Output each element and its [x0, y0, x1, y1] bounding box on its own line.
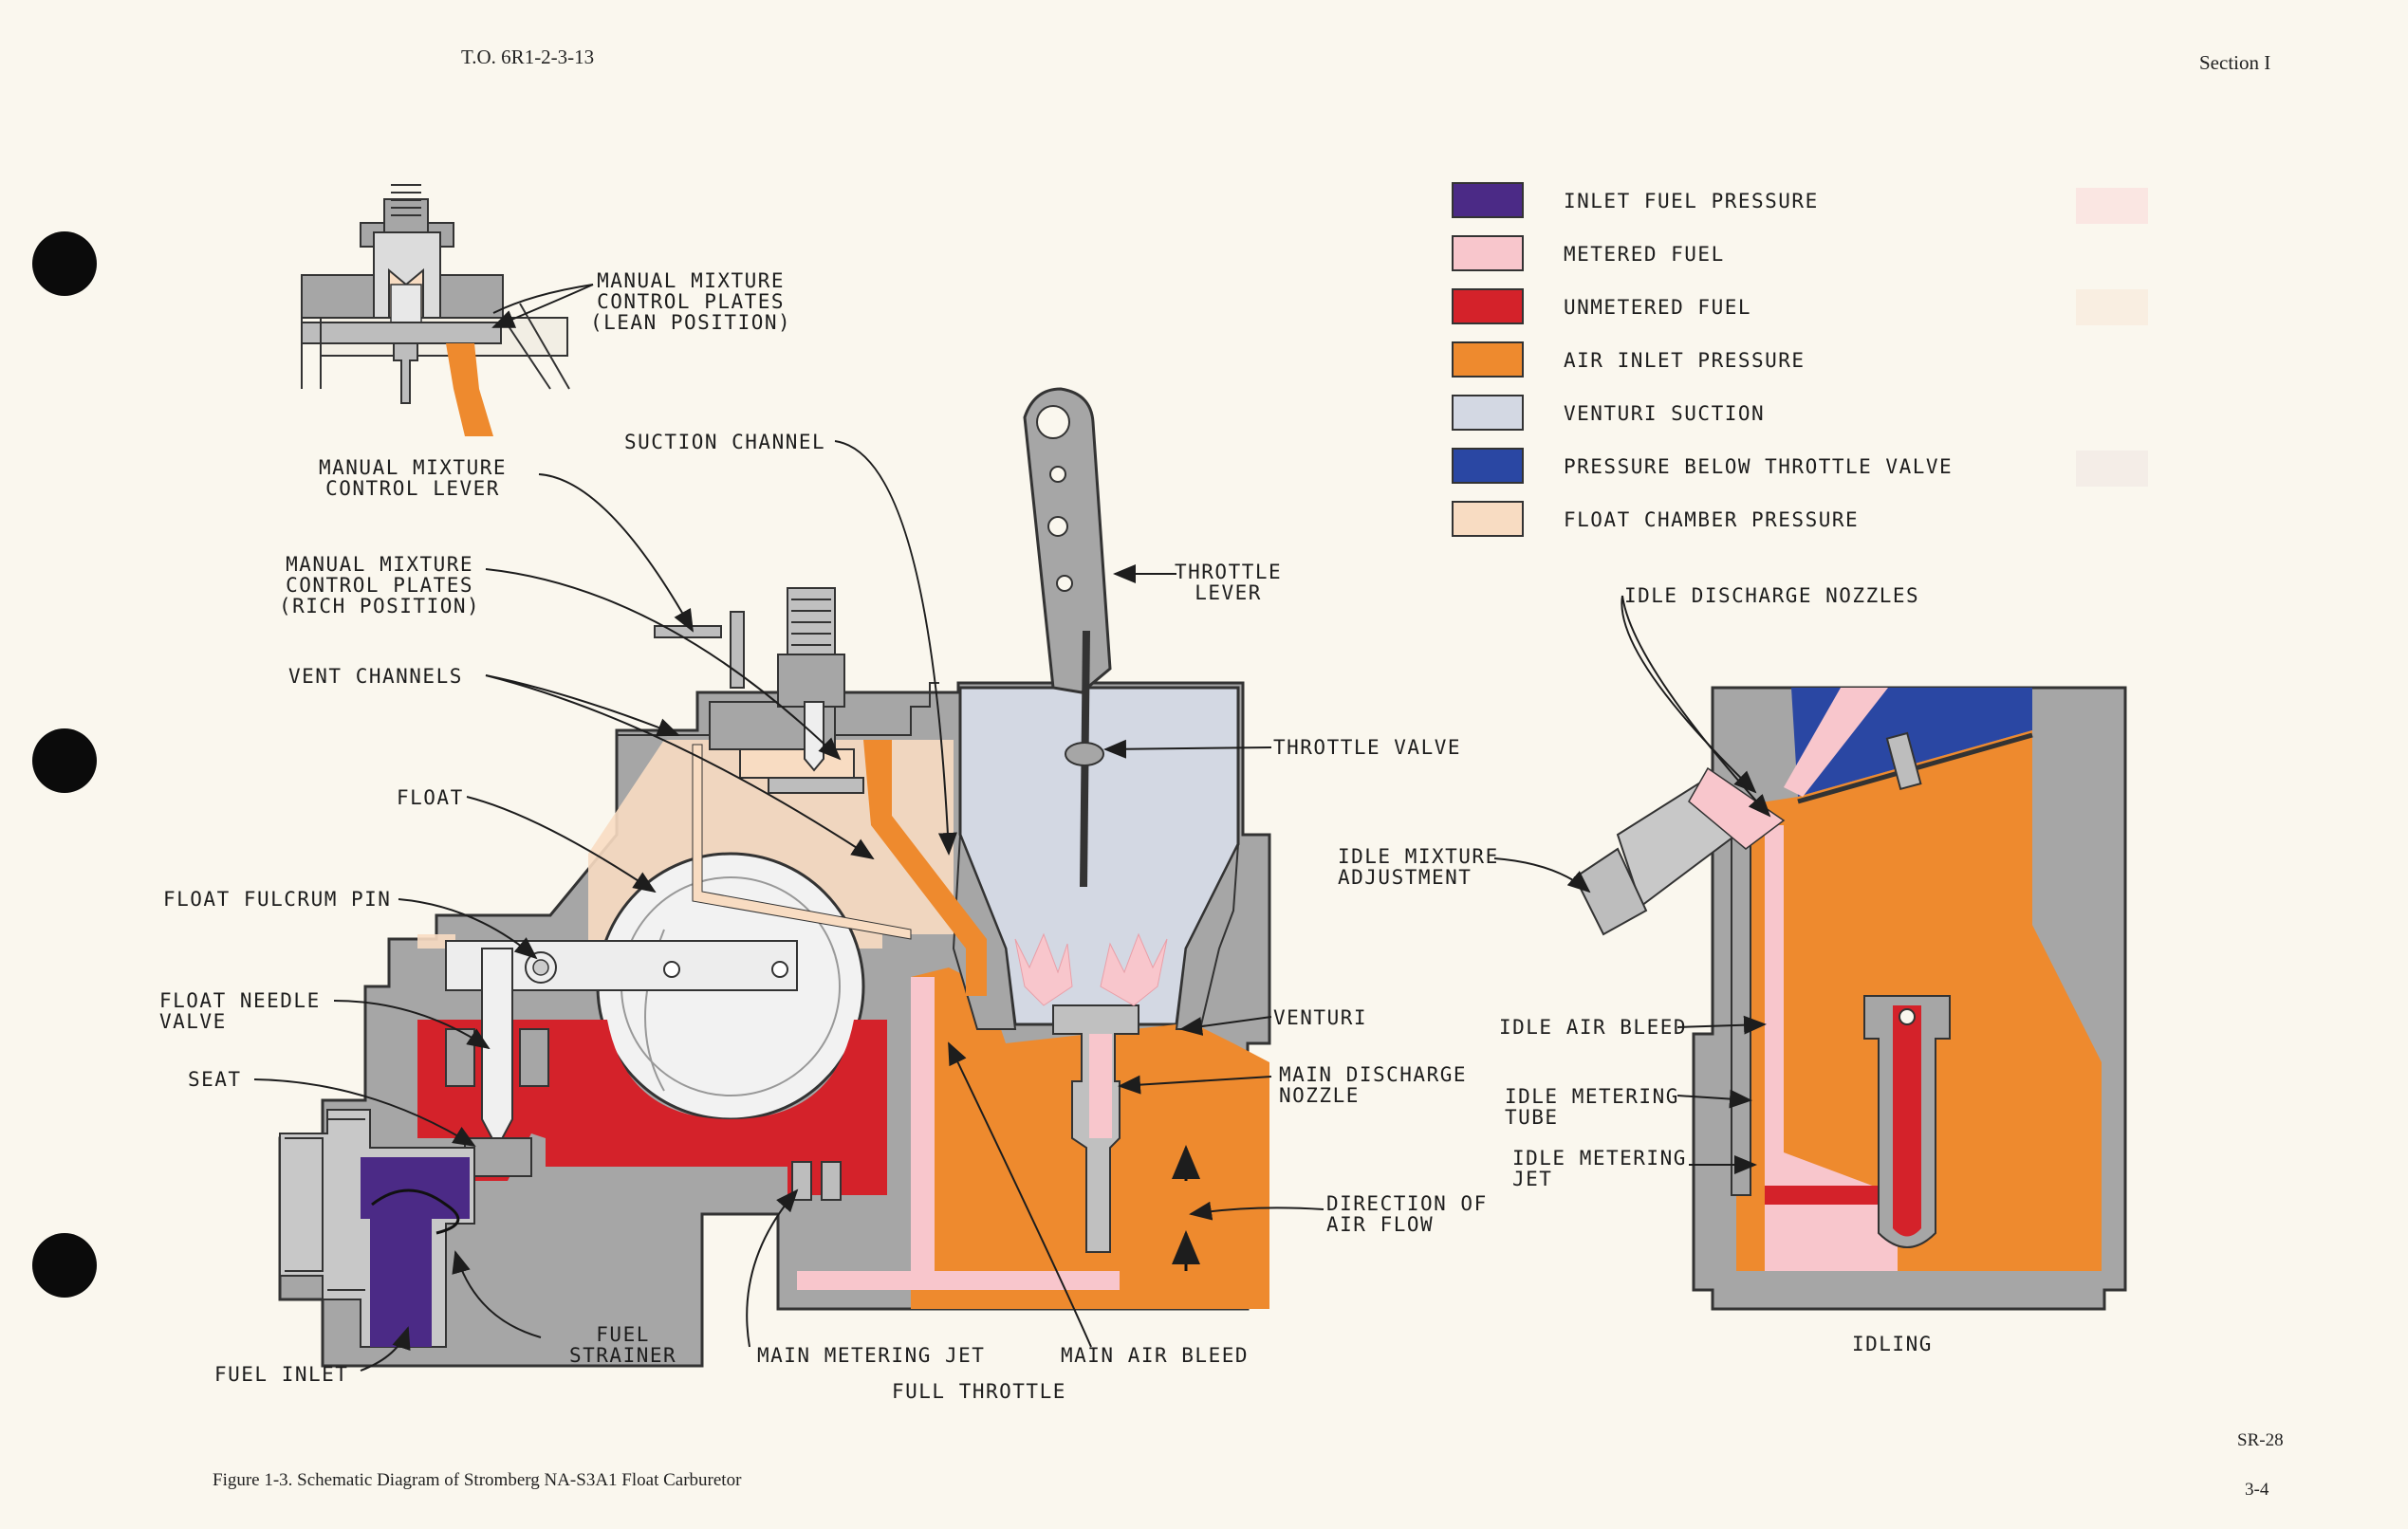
- legend-swatch: [1452, 182, 1524, 218]
- label-idling: IDLING: [1852, 1333, 1933, 1355]
- legend-label: AIR INLET PRESSURE: [1564, 349, 1806, 372]
- legend-label: UNMETERED FUEL: [1564, 296, 1752, 319]
- legend-label: FLOAT CHAMBER PRESSURE: [1564, 508, 1860, 531]
- label-float-needle-valve: FLOAT NEEDLE VALVE: [159, 989, 321, 1033]
- legend-label: INLET FUEL PRESSURE: [1564, 190, 1819, 212]
- binder-hole-middle: [32, 728, 97, 793]
- label-float: FLOAT: [397, 786, 464, 809]
- legend-item-inlet-fuel-pressure: INLET FUEL PRESSURE: [1452, 182, 2040, 220]
- legend-swatch: [1452, 235, 1524, 271]
- legend-item-metered-fuel: METERED FUEL: [1452, 235, 2040, 273]
- legend-swatch: [1452, 395, 1524, 431]
- label-full-throttle: FULL THROTTLE: [892, 1380, 1066, 1403]
- legend-swatch: [1452, 341, 1524, 378]
- inset-lean-position: [301, 184, 570, 436]
- legend-label: VENTURI SUCTION: [1564, 402, 1766, 425]
- label-vent-channels: VENT CHANNELS: [288, 665, 463, 688]
- idling-section: [1573, 686, 2127, 1311]
- figure-caption: Figure 1-3. Schematic Diagram of Strombe…: [213, 1470, 742, 1490]
- label-main-air-bleed: MAIN AIR BLEED: [1061, 1344, 1250, 1367]
- label-direction-air-flow: DIRECTION OF AIR FLOW: [1326, 1192, 1488, 1236]
- label-mmc-plates-lean: MANUAL MIXTURE CONTROL PLATES (LEAN POSI…: [590, 269, 792, 334]
- label-fuel-inlet: FUEL INLET: [214, 1363, 349, 1386]
- label-main-metering-jet: MAIN METERING JET: [757, 1344, 986, 1367]
- legend-item-air-inlet-pressure: AIR INLET PRESSURE: [1452, 341, 2040, 379]
- label-idle-discharge-nozzles: IDLE DISCHARGE NOZZLES: [1624, 584, 1920, 607]
- label-idle-air-bleed: IDLE AIR BLEED: [1499, 1016, 1688, 1039]
- legend-item-float-chamber-pressure: FLOAT CHAMBER PRESSURE: [1452, 501, 2040, 539]
- label-idle-metering-tube: IDLE METERING TUBE: [1505, 1085, 1679, 1129]
- label-mmc-plates-rich: MANUAL MIXTURE CONTROL PLATES (RICH POSI…: [279, 553, 481, 617]
- label-float-fulcrum-pin: FLOAT FULCRUM PIN: [163, 888, 392, 911]
- legend-item-venturi-suction: VENTURI SUCTION: [1452, 395, 2040, 433]
- label-fuel-strainer: FUEL STRAINER: [569, 1323, 677, 1367]
- label-seat: SEAT: [188, 1068, 242, 1091]
- binder-hole-top: [32, 231, 97, 296]
- legend-swatch: [1452, 288, 1524, 324]
- label-throttle-lever: THROTTLE LEVER: [1175, 561, 1283, 604]
- footer-ref: SR-28: [2237, 1430, 2284, 1450]
- legend-label: METERED FUEL: [1564, 243, 1725, 266]
- legend-swatch: [1452, 501, 1524, 537]
- legend-label: PRESSURE BELOW THROTTLE VALVE: [1564, 455, 1954, 478]
- label-idle-metering-jet: IDLE METERING JET: [1512, 1147, 1687, 1190]
- label-idle-mixture-adjustment: IDLE MIXTURE ADJUSTMENT: [1338, 845, 1499, 889]
- section-label: Section I: [2199, 51, 2271, 74]
- binder-hole-bottom: [32, 1233, 97, 1298]
- document-id: T.O. 6R1-2-3-13: [461, 46, 595, 68]
- label-throttle-valve: THROTTLE VALVE: [1273, 736, 1462, 759]
- legend-item-unmetered-fuel: UNMETERED FUEL: [1452, 288, 2040, 326]
- legend-item-pressure-below-throttle: PRESSURE BELOW THROTTLE VALVE: [1452, 448, 2040, 486]
- page-number: 3-4: [2245, 1480, 2269, 1500]
- label-mmc-lever: MANUAL MIXTURE CONTROL LEVER: [319, 456, 508, 500]
- label-main-discharge-nozzle: MAIN DISCHARGE NOZZLE: [1279, 1063, 1468, 1107]
- leader-lines: [253, 284, 1771, 1372]
- label-suction-channel: SUCTION CHANNEL: [624, 431, 826, 453]
- label-venturi: VENTURI: [1273, 1006, 1368, 1029]
- legend-swatch: [1452, 448, 1524, 484]
